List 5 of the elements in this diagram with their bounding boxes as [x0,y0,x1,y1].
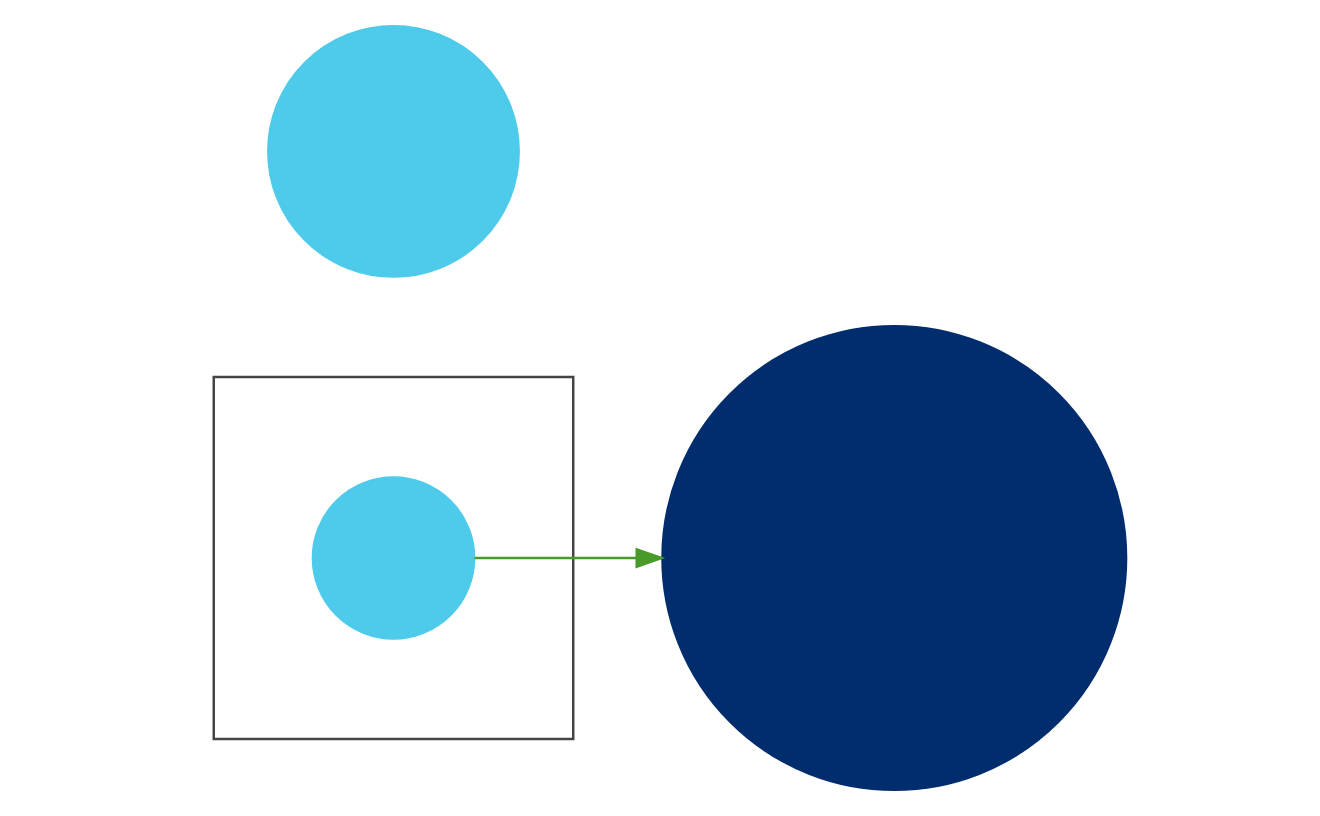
node-circle [311,476,476,640]
node-circle [267,24,520,278]
cluster [212,375,575,741]
arrow [474,547,666,569]
node-circle [661,324,1128,792]
